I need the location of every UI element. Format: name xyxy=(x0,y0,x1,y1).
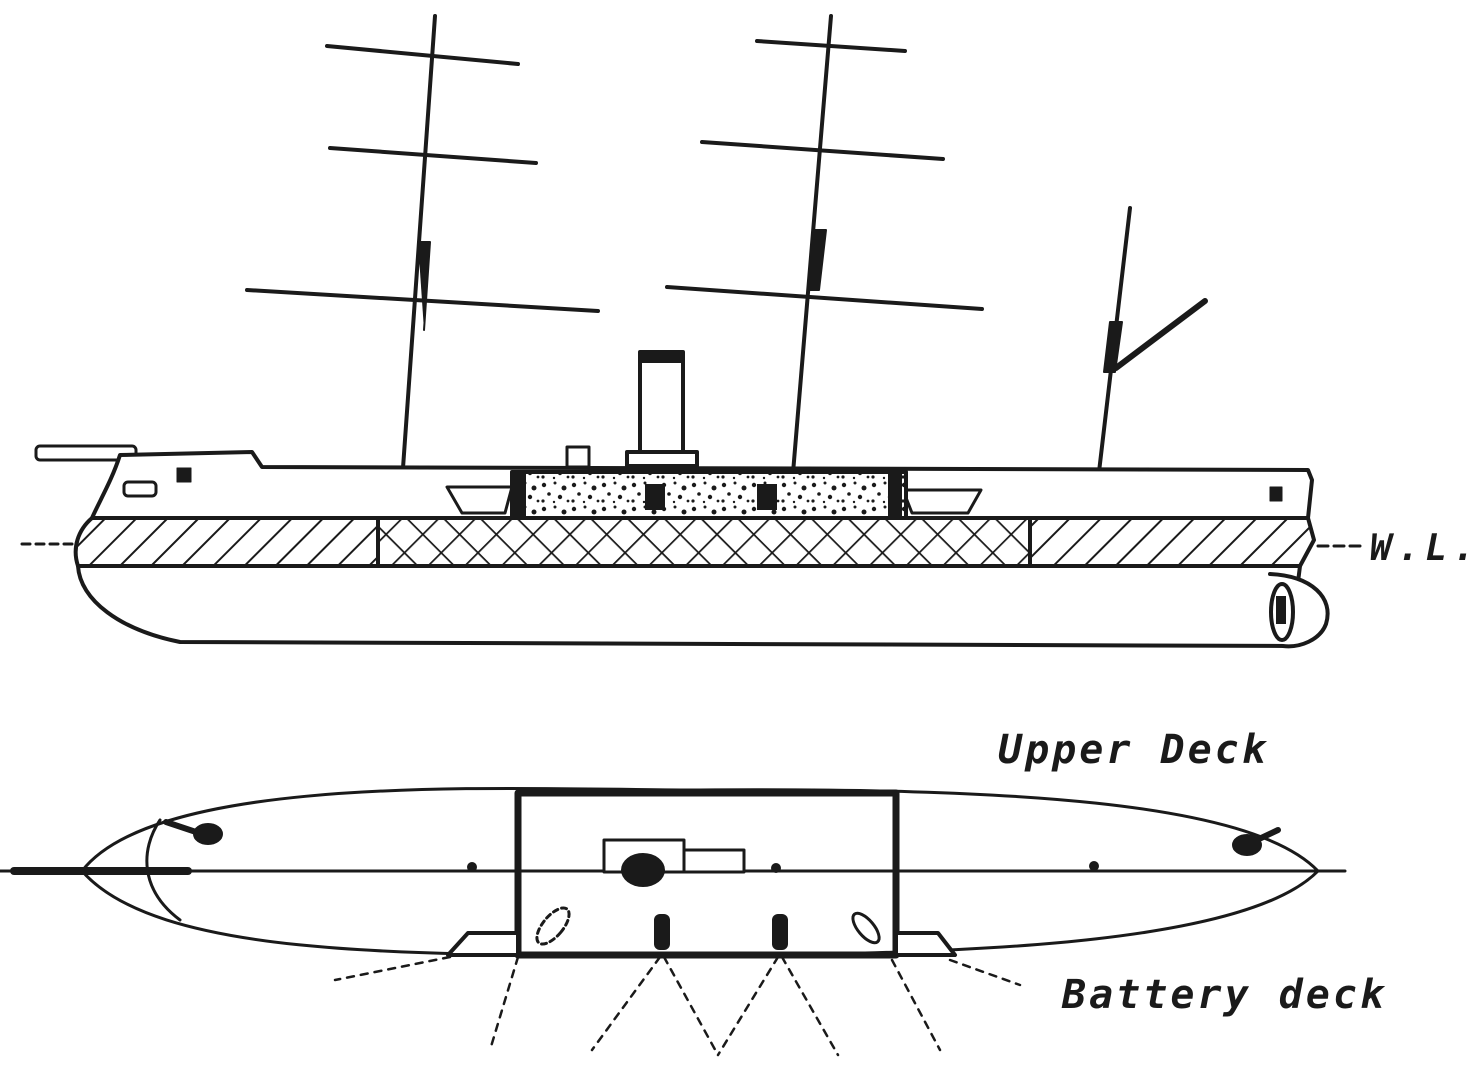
armor-belt xyxy=(73,516,1316,568)
mizzen-gaff xyxy=(1113,298,1208,371)
hull-plan-outline xyxy=(80,786,1320,957)
bow-gun-plan xyxy=(163,819,223,845)
deck-plan xyxy=(0,786,1347,1057)
bow-scuttle xyxy=(122,480,158,498)
mizzen-mast xyxy=(1097,206,1208,474)
upper-deck-label: Upper Deck xyxy=(998,727,1269,773)
sponson-aft xyxy=(894,931,957,957)
sponson-fore xyxy=(446,931,520,957)
main-yard-lower xyxy=(665,285,984,311)
boat-aft xyxy=(901,488,983,515)
funnel xyxy=(625,350,699,468)
central-battery xyxy=(510,470,908,520)
arcs-of-fire xyxy=(333,955,1022,1057)
main-mast xyxy=(665,14,984,475)
fore-yard-middle xyxy=(328,146,538,165)
main-yard-middle xyxy=(700,140,945,161)
side-elevation xyxy=(20,14,1364,649)
fore-yard-top xyxy=(325,44,520,66)
stern-port xyxy=(1269,486,1283,502)
battery-guns xyxy=(535,906,881,950)
main-yard-top xyxy=(755,39,907,53)
fore-yard-lower xyxy=(245,288,600,313)
fore-mast xyxy=(245,14,600,470)
battery-deck-label: Battery deck xyxy=(1061,972,1387,1018)
hull-bottom xyxy=(76,564,1302,648)
battery-box xyxy=(514,789,900,959)
funnel-plan xyxy=(602,838,746,887)
stern-gun-plan xyxy=(1232,827,1281,856)
deckhouse xyxy=(565,445,591,469)
bow-port xyxy=(176,467,192,483)
boat-fore xyxy=(445,485,514,515)
waterline-label: W.L. xyxy=(1370,528,1477,569)
rudder xyxy=(1268,572,1330,649)
